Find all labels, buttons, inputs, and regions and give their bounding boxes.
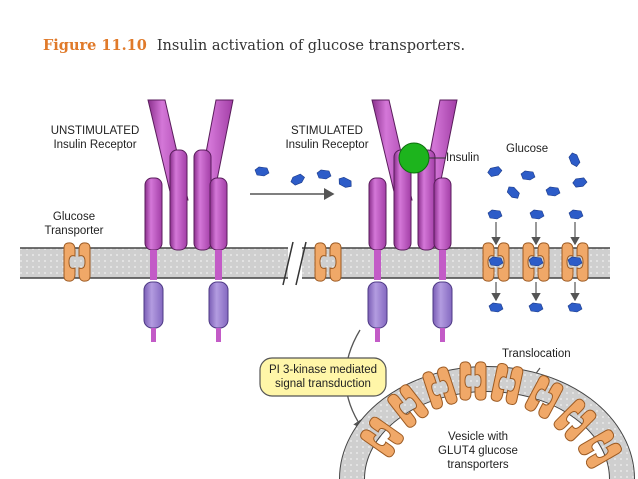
- vesicle-label-line1: Vesicle with: [447, 431, 509, 443]
- unstimulated-label-line1: UNSTIMULATED: [50, 125, 140, 137]
- stimulated-label-line1: STIMULATED: [291, 125, 363, 137]
- glucose-transporter-label-line2: Transporter: [44, 225, 104, 237]
- unstimulated-label: UNSTIMULATED Insulin Receptor: [40, 124, 150, 152]
- figure-caption: Figure 11.10 Insulin activation of glucos…: [43, 37, 465, 54]
- pi3k-label-line2: signal transduction: [275, 378, 371, 390]
- unstimulated-receptor: [143, 99, 234, 342]
- membrane-break-mark: [282, 241, 307, 286]
- translocation-label: Translocation: [502, 348, 571, 360]
- glucose-transporter-label-line1: Glucose: [52, 211, 96, 223]
- stimulated-receptor: [367, 99, 458, 342]
- stimulated-label-line2: Insulin Receptor: [285, 139, 369, 151]
- figure-title: Insulin activation of glucose transporte…: [156, 38, 466, 54]
- glucose-label: Glucose: [506, 143, 549, 155]
- glucose-transporter-label: Glucose Transporter: [34, 210, 114, 238]
- unstimulated-label-line2: Insulin Receptor: [53, 139, 137, 151]
- insulin-label: Insulin: [446, 152, 480, 164]
- vesicle-label-line2: GLUT4 glucose: [438, 445, 518, 457]
- stimulated-label: STIMULATED Insulin Receptor: [272, 124, 382, 152]
- pi3k-label: PI 3-kinase mediated signal transduction: [262, 363, 384, 391]
- pi3k-label-line1: PI 3-kinase mediated: [268, 364, 378, 376]
- glut4-vesicle: [339, 361, 635, 479]
- pi3k-callout: [259, 357, 387, 397]
- transport-arrows: [491, 222, 580, 302]
- figure-number: Figure 11.10: [43, 37, 147, 54]
- insulin-molecule: [398, 142, 430, 174]
- vesicle-label: Vesicle with GLUT4 glucose transporters: [428, 430, 528, 472]
- vesicle-label-line3: transporters: [447, 459, 509, 471]
